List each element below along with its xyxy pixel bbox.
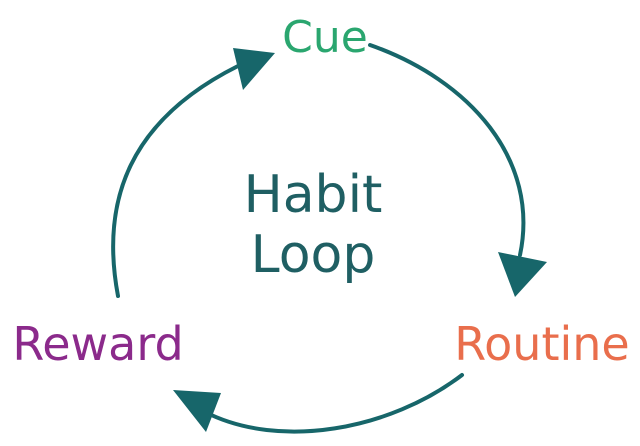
- node-label-cue: Cue: [282, 12, 368, 63]
- node-label-routine: Routine: [454, 317, 629, 371]
- arrowhead-to-routine: [498, 252, 547, 297]
- node-label-reward: Reward: [12, 317, 183, 371]
- arrowhead-to-reward: [173, 390, 221, 432]
- center-title-line1: Habit: [244, 165, 383, 225]
- arrow-reward-to-cue: [111, 64, 240, 298]
- center-title-line2: Loop: [251, 225, 376, 285]
- arrow-cue-to-routine: [368, 43, 526, 257]
- arrow-routine-to-reward: [203, 373, 464, 434]
- cycle-arrows: [111, 43, 547, 434]
- arrowhead-to-cue: [233, 48, 275, 90]
